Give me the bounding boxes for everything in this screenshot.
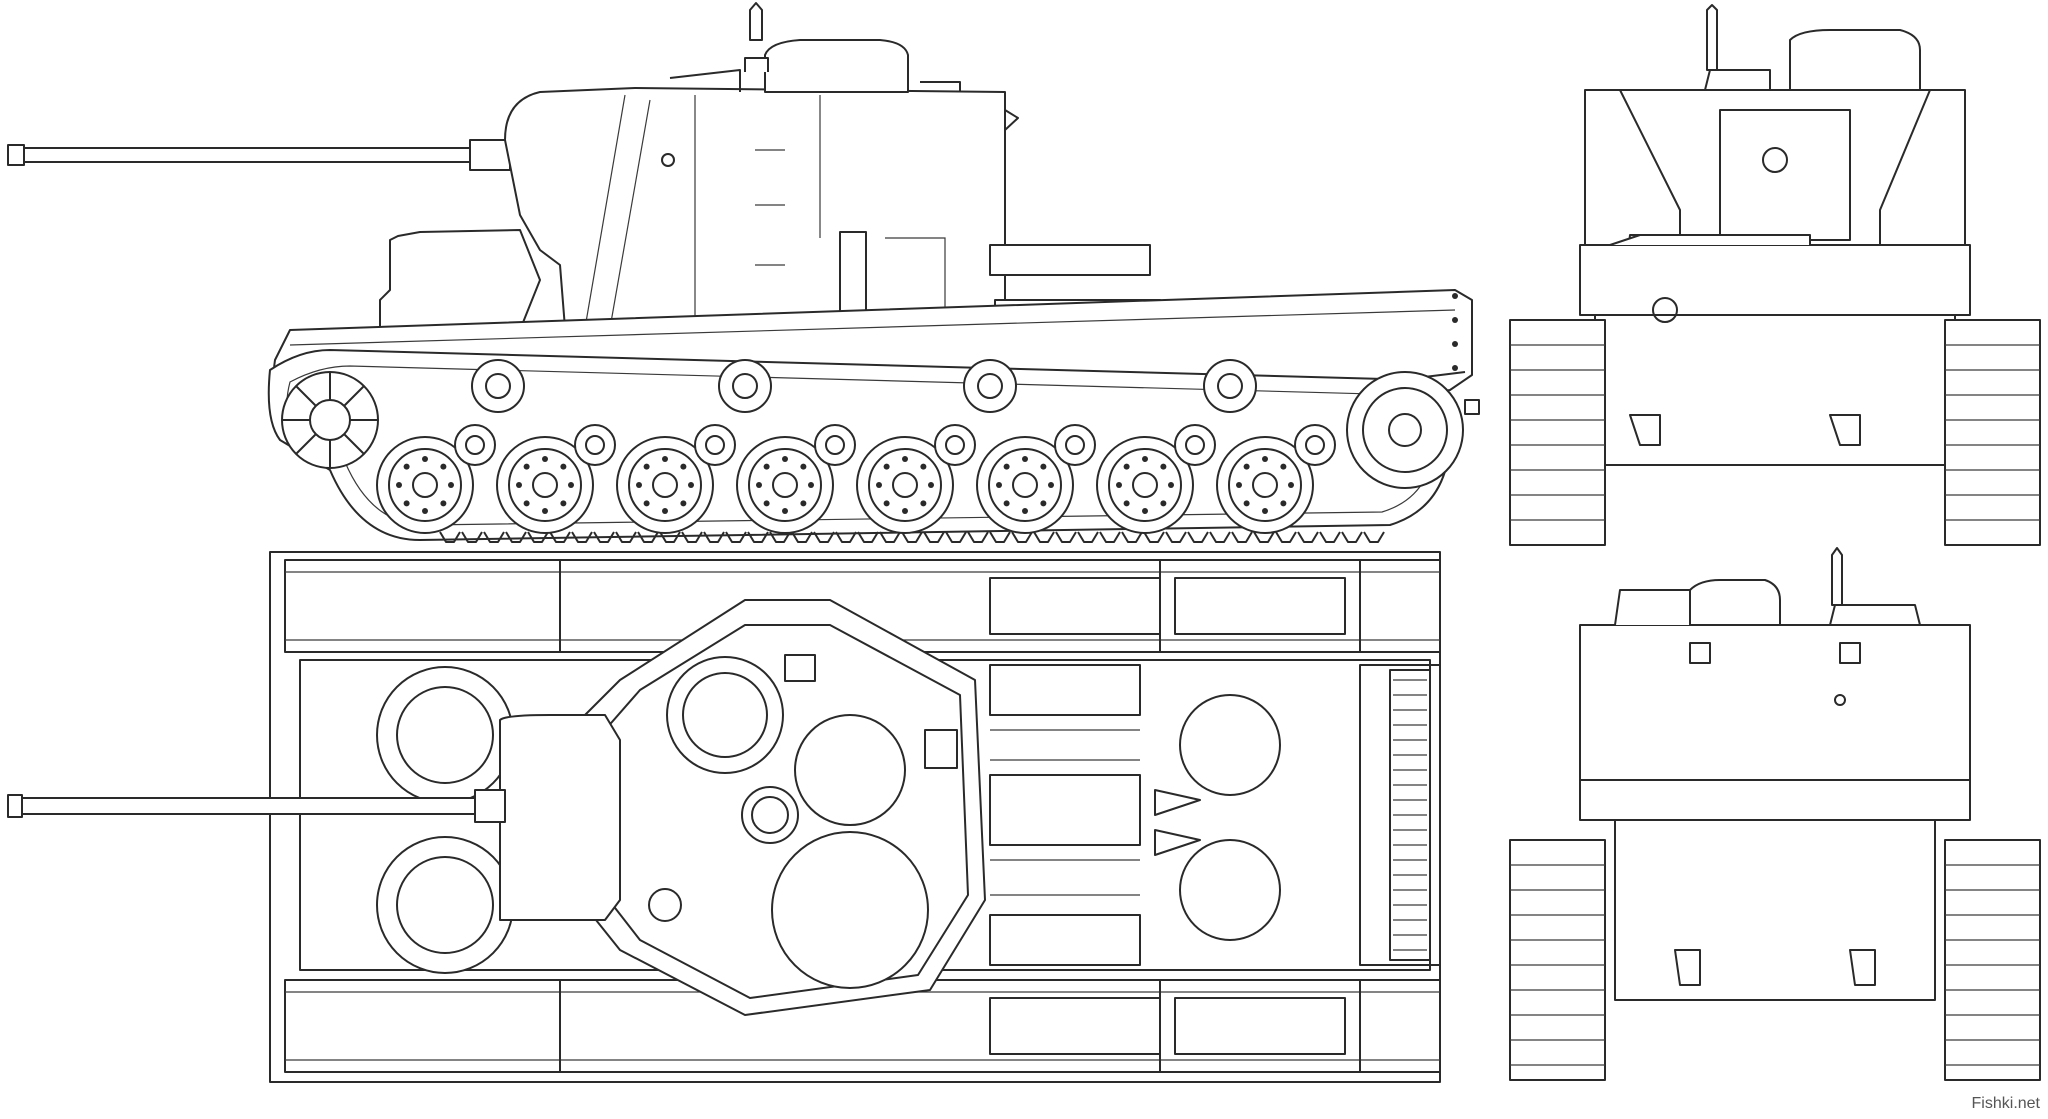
track-tooth [989,531,1011,543]
track-tooth [857,531,879,543]
track-tooth [1099,531,1121,543]
track-tooth [703,531,725,543]
track-tooth [791,531,813,543]
track-tooth [923,531,945,543]
suspension-arm [814,424,856,466]
road-wheel [1096,436,1194,534]
track-tooth [681,531,703,543]
track-tooth [1165,531,1187,543]
rear-hull [1579,779,1971,1001]
track-tooth [725,531,747,543]
track-tooth [461,531,483,543]
top-view [7,551,1441,1083]
track-tooth [967,531,989,543]
track-tooth [483,531,505,543]
road-wheel [496,436,594,534]
suspension-arm [1294,424,1336,466]
track-tooth [1275,531,1297,543]
track-tooth [1033,531,1055,543]
track-tooth [1209,531,1231,543]
suspension-arm [694,424,736,466]
top-turret [579,599,986,1016]
track-tooth [659,531,681,543]
side-idler-wheel [281,371,379,469]
road-wheel [736,436,834,534]
track-tooth [1253,531,1275,543]
rear-view [1509,547,2041,1081]
side-return-rollers [471,359,1257,413]
watermark: Fishki.net [1971,1095,2040,1112]
track-tooth [1055,531,1077,543]
road-wheel [856,436,954,534]
track-tooth [1297,531,1319,543]
track-tooth [901,531,923,543]
track-tooth [945,531,967,543]
top-vent-arrows [1154,789,1201,856]
track-tooth [1121,531,1143,543]
track-tooth [1231,531,1253,543]
front-view [1509,4,2041,546]
side-cupola [669,2,961,93]
road-wheel [1216,436,1314,534]
side-drive-sprocket [1346,371,1464,489]
top-engine-hatch-front [1179,694,1281,796]
side-view [7,2,1480,543]
suspension-arm [574,424,616,466]
top-side-tanks [989,664,1141,966]
track-tooth [593,531,615,543]
track-tooth [637,531,659,543]
rear-tracks [1509,839,2041,1081]
side-road-wheels [376,424,1336,534]
suspension-arm [934,424,976,466]
track-tooth [439,531,461,543]
side-turret [504,87,1019,329]
front-hull [1579,234,1971,466]
suspension-arm [1174,424,1216,466]
suspension-arm [1054,424,1096,466]
track-tooth [1011,531,1033,543]
track-tooth [879,531,901,543]
track-tooth [1187,531,1209,543]
side-hull [273,229,1480,415]
road-wheel [376,436,474,534]
track-tooth [1077,531,1099,543]
track-tooth [505,531,527,543]
track-tooth [1363,531,1385,543]
track-teeth [439,531,1385,543]
track-tooth [615,531,637,543]
road-wheel [976,436,1074,534]
side-gun-barrel [7,139,511,171]
suspension-arm [454,424,496,466]
track-tooth [1143,531,1165,543]
track-tooth [1319,531,1341,543]
track-tooth [747,531,769,543]
track-tooth [549,531,571,543]
road-wheel [616,436,714,534]
track-tooth [813,531,835,543]
rear-turret [1579,547,1971,781]
top-gun-mantlet [7,714,621,921]
track-tooth [835,531,857,543]
top-engine-grille [1359,664,1441,966]
track-tooth [1341,531,1363,543]
top-engine-hatch-rear [1179,839,1281,941]
front-tracks [1509,319,2041,546]
track-tooth [527,531,549,543]
track-tooth [571,531,593,543]
track-tooth [769,531,791,543]
